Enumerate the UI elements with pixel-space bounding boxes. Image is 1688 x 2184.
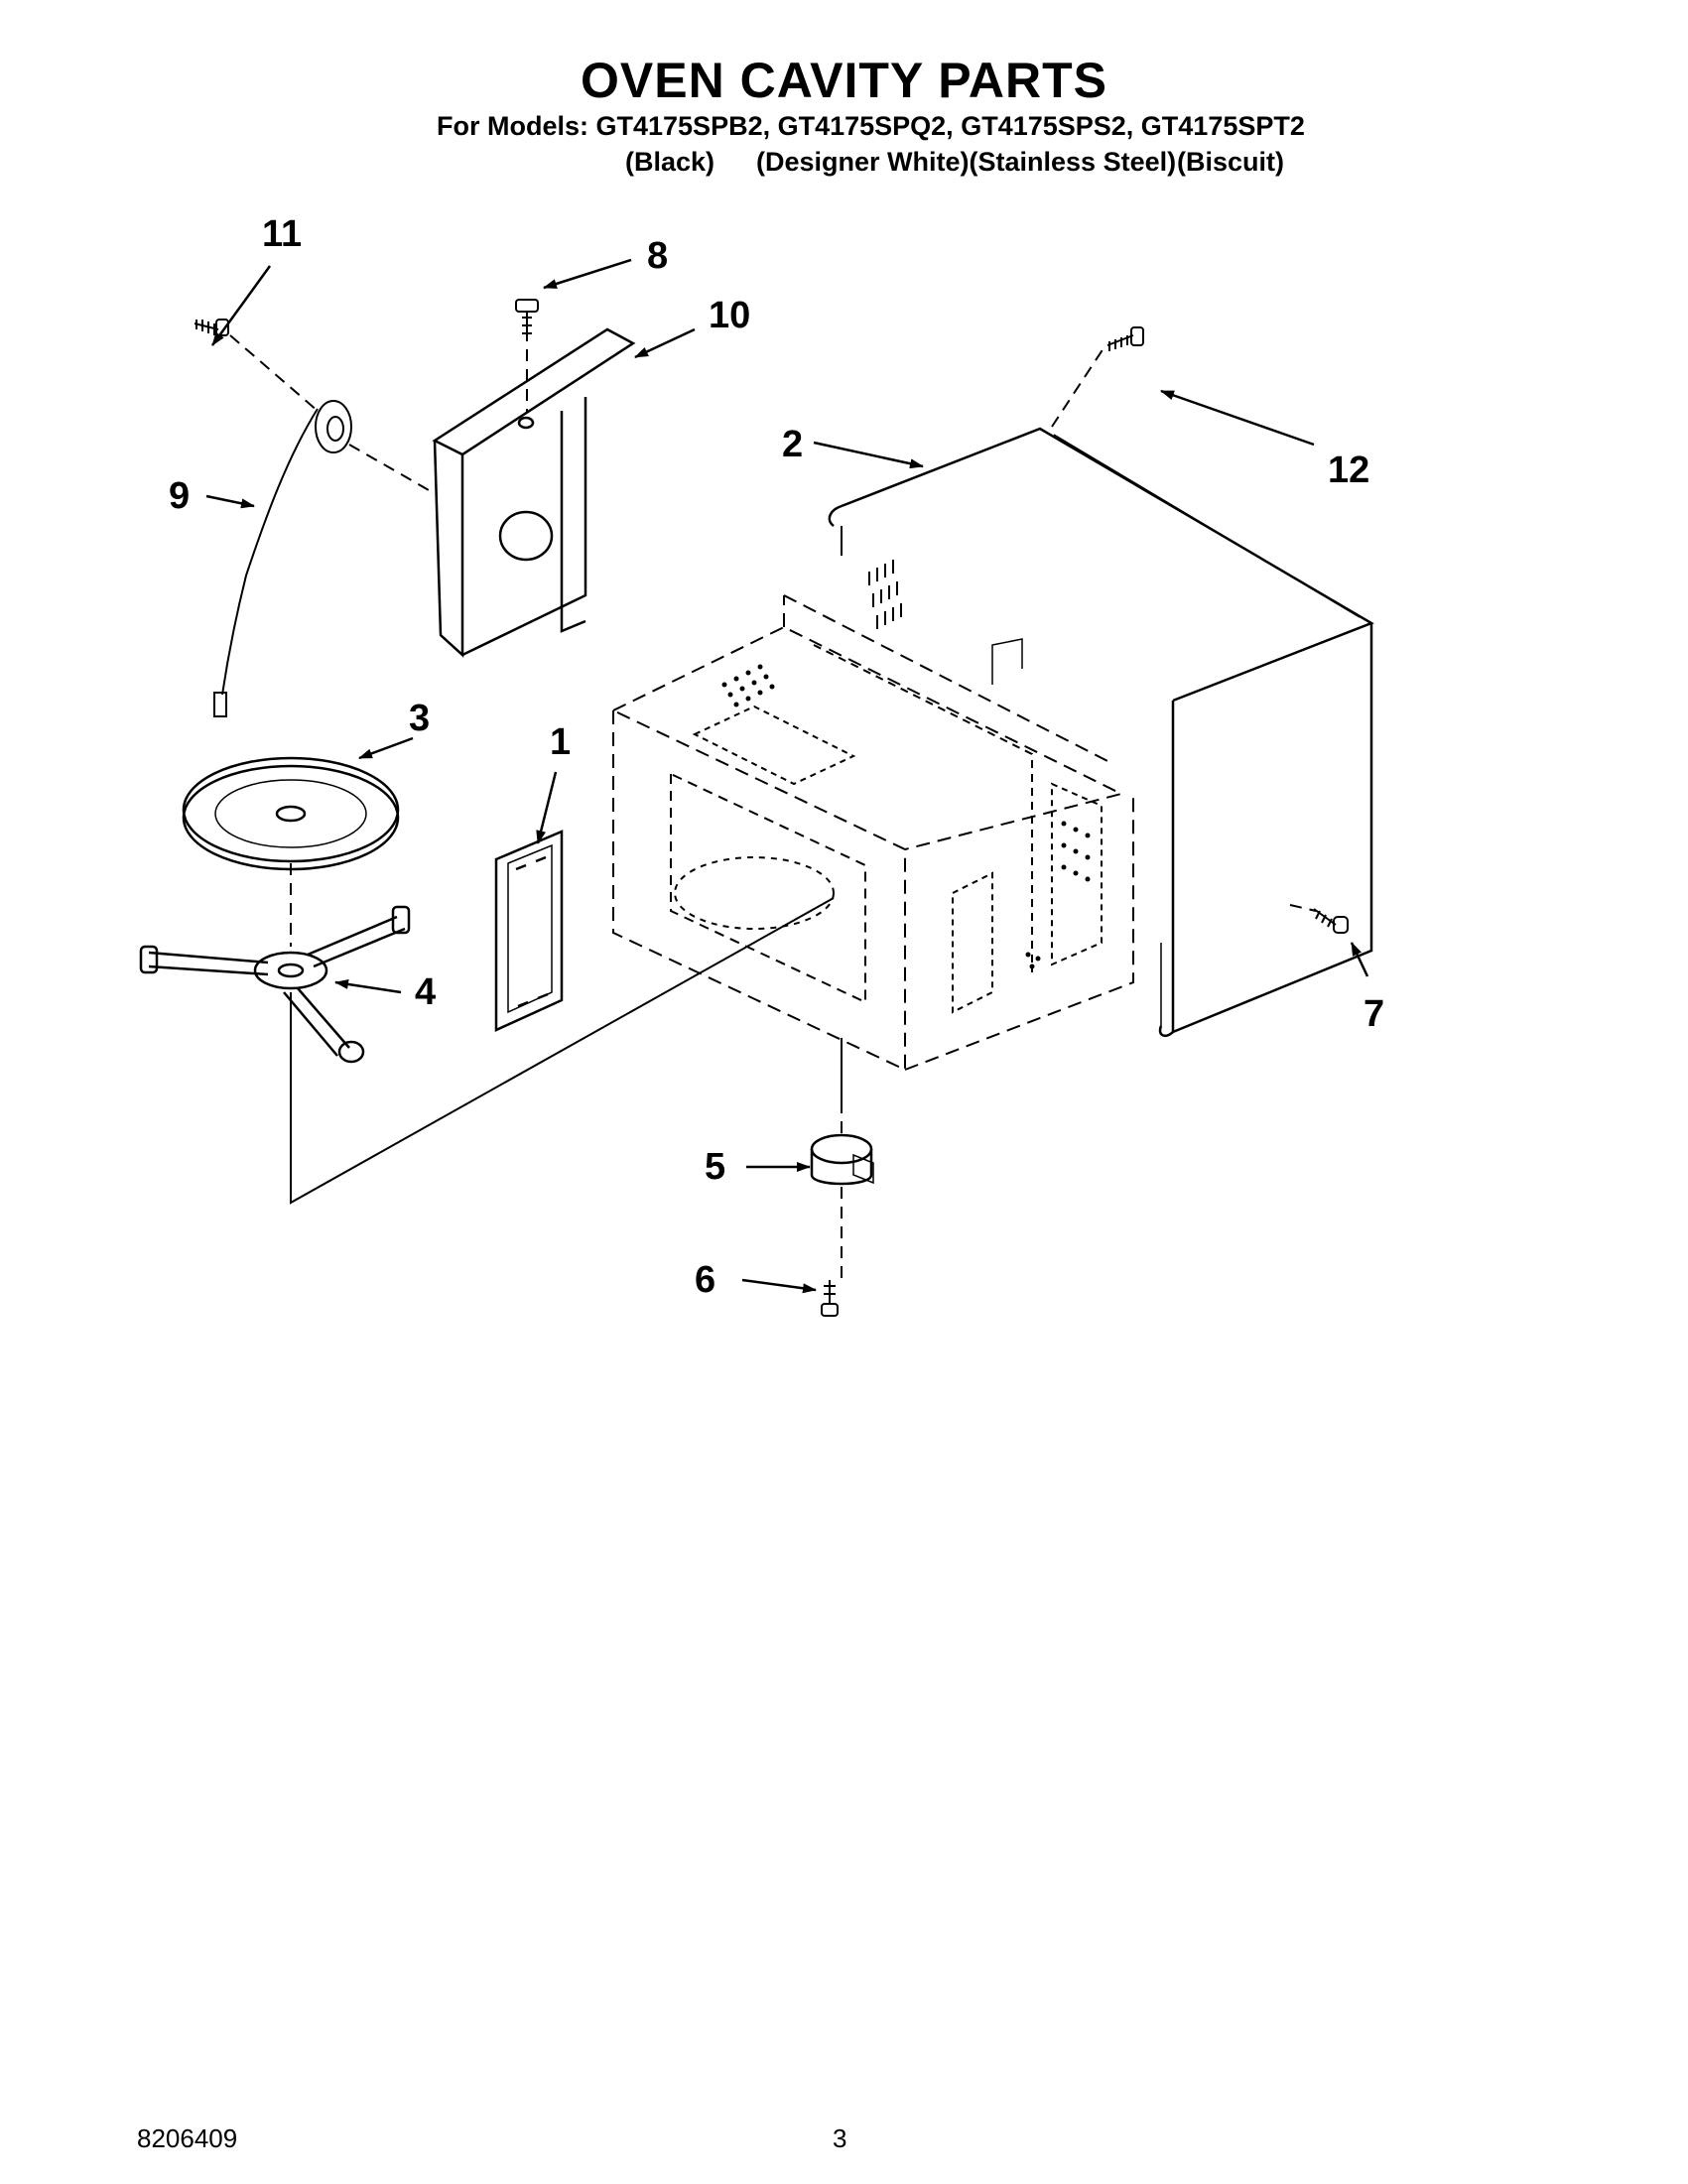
callout-4: 4 — [415, 971, 436, 1013]
callout-10: 10 — [709, 295, 750, 336]
motor-part-5 — [810, 1133, 874, 1186]
document-number: 8206409 — [137, 2123, 238, 2153]
color-biscuit: (Biscuit) — [1177, 147, 1284, 177]
screw-part-12 — [1106, 326, 1144, 351]
callout-11: 11 — [262, 213, 302, 255]
turntable-tray-part — [182, 756, 400, 871]
assembly-lines — [290, 897, 843, 1205]
page-number: 3 — [833, 2123, 847, 2153]
screw-part-8 — [515, 299, 539, 341]
callout-9: 9 — [169, 475, 190, 517]
model-colors: (Black) (Designer White)(Stainless Steel… — [437, 147, 1290, 181]
alignment-lines — [229, 334, 1317, 1278]
callout-6: 6 — [695, 1259, 715, 1301]
color-white-stainless: (Designer White)(Stainless Steel) — [756, 147, 1177, 177]
waveguide-cover-part — [432, 327, 636, 658]
callout-5: 5 — [705, 1146, 725, 1188]
sensor-wire-part — [213, 400, 352, 717]
callout-labels: 11 8 10 2 12 9 3 1 4 7 5 6 — [169, 213, 1384, 1301]
frame-part — [494, 830, 564, 1032]
callout-8: 8 — [647, 235, 668, 277]
callout-7: 7 — [1363, 993, 1384, 1035]
callout-2: 2 — [782, 424, 803, 465]
screw-part-6 — [821, 1280, 839, 1317]
color-black: (Black) — [625, 147, 715, 177]
oven-cavity-part — [612, 594, 1134, 1072]
cavity-vent-dots — [721, 664, 1091, 969]
outer-cabinet-part — [828, 427, 1374, 1038]
callout-12: 12 — [1328, 450, 1369, 491]
turntable-support-part — [139, 905, 411, 1064]
screw-part-11 — [194, 319, 229, 336]
callout-arrows — [205, 258, 1369, 1294]
page-title: OVEN CAVITY PARTS — [581, 53, 1107, 108]
screw-part-7 — [1313, 908, 1349, 934]
models-line: For Models: GT4175SPB2, GT4175SPQ2, GT41… — [437, 111, 1305, 141]
callout-1: 1 — [550, 721, 571, 763]
callout-3: 3 — [409, 698, 430, 739]
